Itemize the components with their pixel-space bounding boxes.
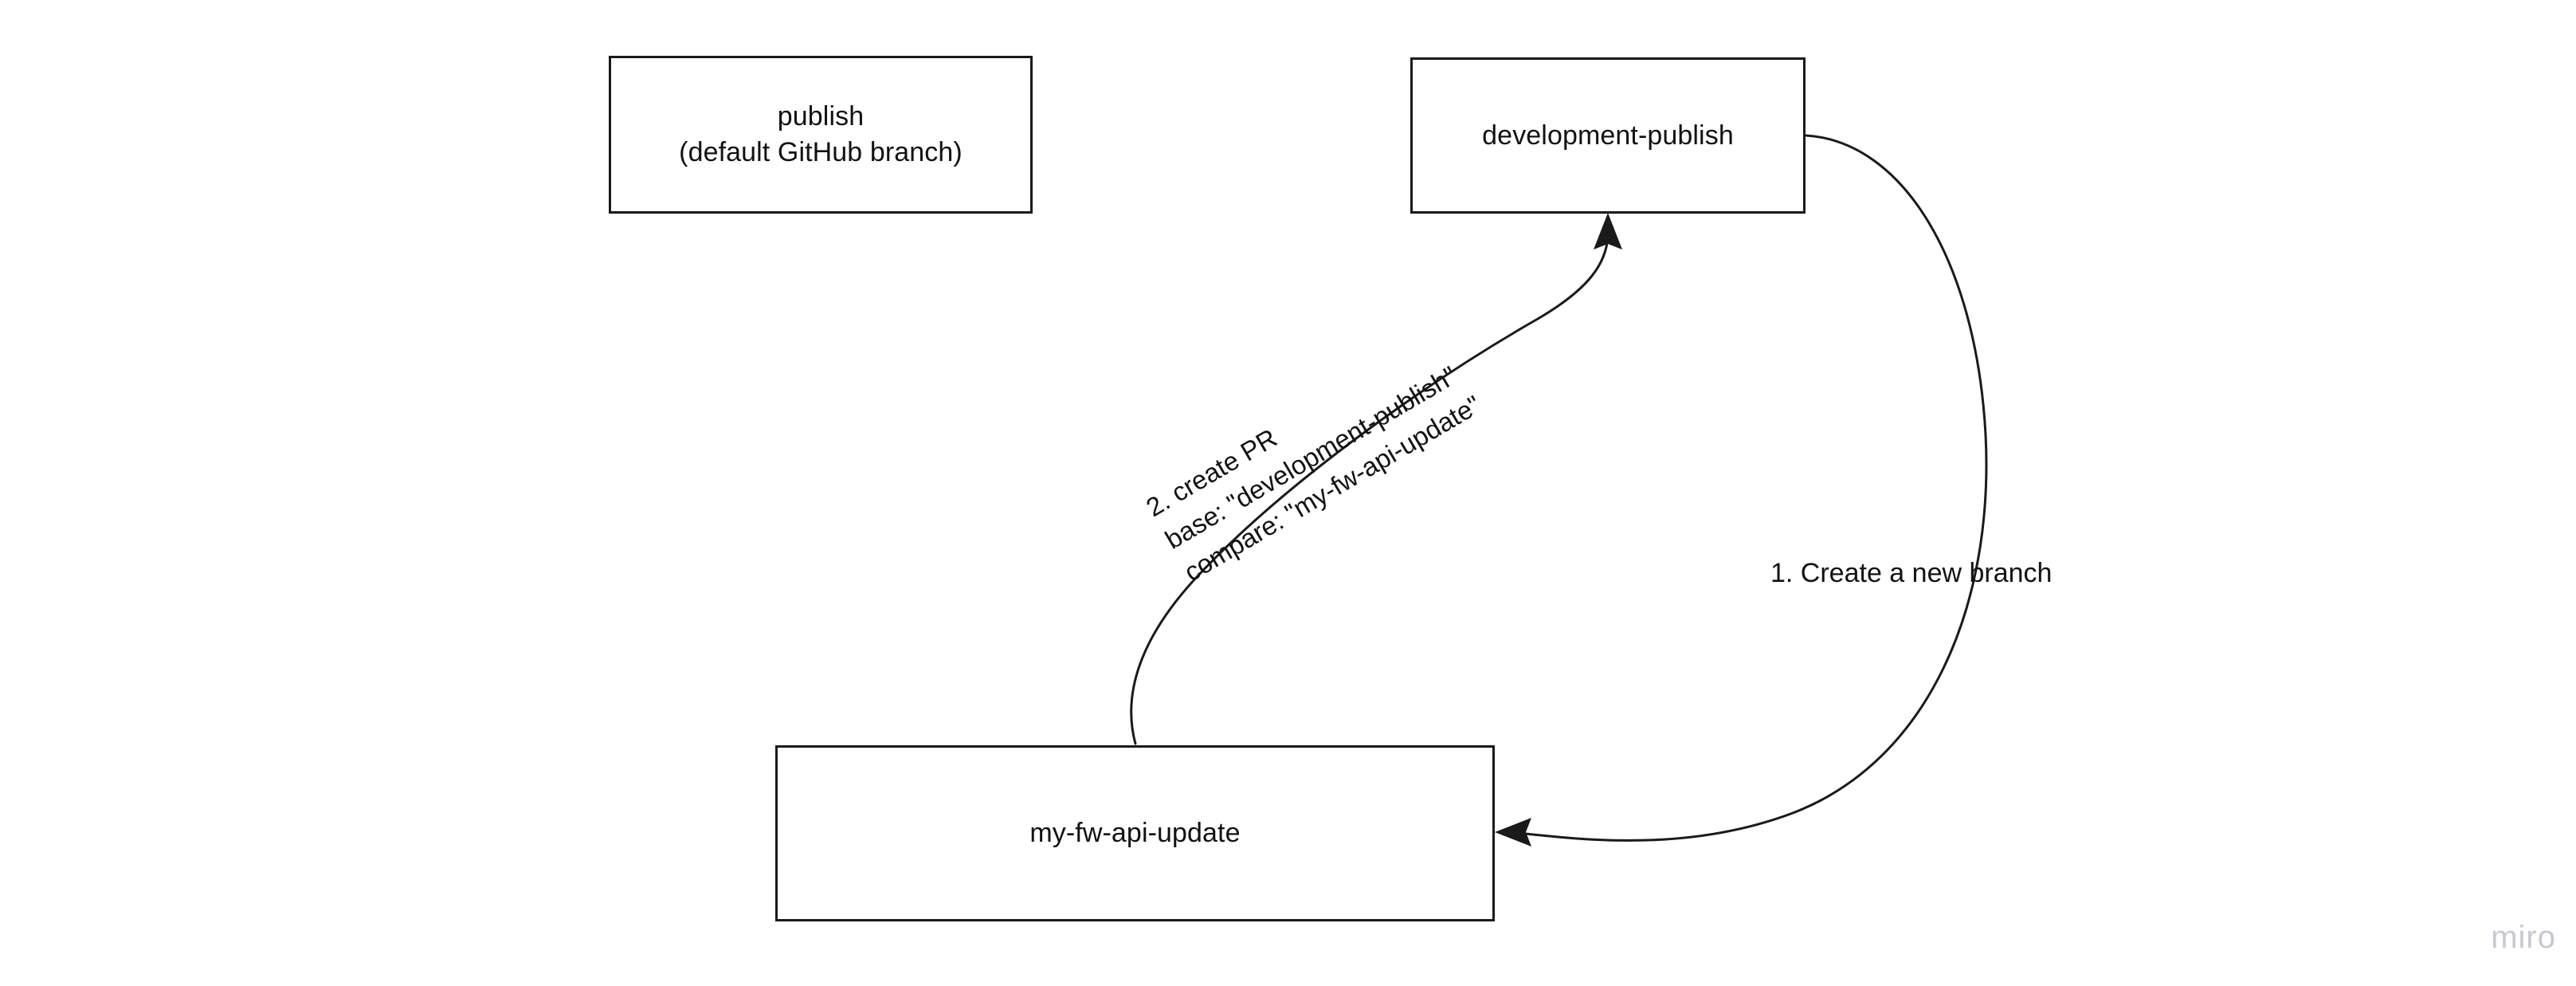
node-development-publish[interactable]: development-publish [1410, 57, 1806, 214]
edge-label-create-branch[interactable]: 1. Create a new branch [1770, 558, 2053, 588]
edge-create-branch-arrowhead [1495, 818, 1531, 847]
node-my-fw-api-update[interactable]: my-fw-api-update [775, 745, 1495, 921]
node-publish[interactable]: publish (default GitHub branch) [609, 56, 1033, 214]
node-development-publish-label: development-publish [1482, 120, 1734, 151]
edge-label-create-pr[interactable]: 2. create PR base: "development-publish"… [1141, 359, 1486, 587]
edge-create-pr-arrowhead [1594, 213, 1622, 249]
node-my-fw-api-update-label: my-fw-api-update [1029, 818, 1241, 849]
miro-watermark: miro [2491, 920, 2556, 955]
edge-create-branch-path [1516, 134, 1988, 842]
node-publish-label: publish (default GitHub branch) [679, 101, 963, 167]
